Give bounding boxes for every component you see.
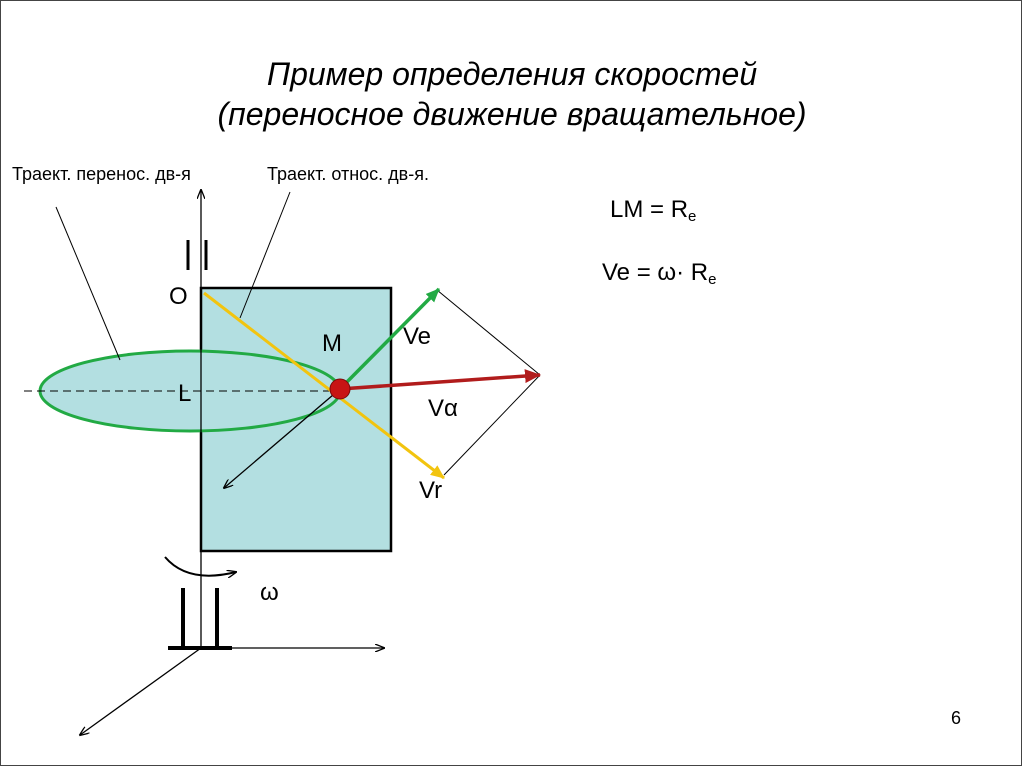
parallelogram-top (436, 289, 541, 376)
va-arrow (339, 369, 541, 391)
omega-rotation-arrow (164, 556, 236, 576)
label-va: Vα (428, 395, 458, 422)
label-point-m: M (322, 330, 342, 357)
transport-leader-line (55, 206, 121, 361)
relative-trajectory-line (203, 291, 445, 480)
formula-ve-text: Ve = ω· R (602, 259, 709, 286)
formula-lm-subscript: e (688, 208, 697, 225)
label-vr: Vr (419, 477, 443, 504)
formula-lm: LM = Re (610, 196, 696, 225)
formula-lm-text: LM = R (610, 196, 689, 223)
label-ve: Ve (403, 323, 432, 350)
ground-y-axis (80, 647, 202, 735)
formula-ve-subscript: e (708, 271, 717, 288)
slide-title-line1: Пример определения скоростей (266, 56, 758, 92)
label-point-l: L (178, 380, 192, 407)
slide-title-line2: (переносное движение вращательное) (217, 96, 807, 132)
radius-line (224, 388, 341, 488)
ve-arrow (338, 287, 441, 391)
parallelogram-bottom (443, 374, 541, 476)
formula-ve: Ve = ω· Re (602, 259, 716, 288)
relative-trajectory-label: Траект. относ. дв-я. (267, 164, 429, 184)
point-m (329, 378, 351, 400)
relative-leader-line (239, 191, 291, 319)
transport-trajectory-label: Траект. перенос. дв-я (12, 164, 191, 184)
label-point-o: O (169, 283, 188, 310)
page-number: 6 (951, 708, 962, 728)
label-omega: ω (260, 579, 279, 606)
